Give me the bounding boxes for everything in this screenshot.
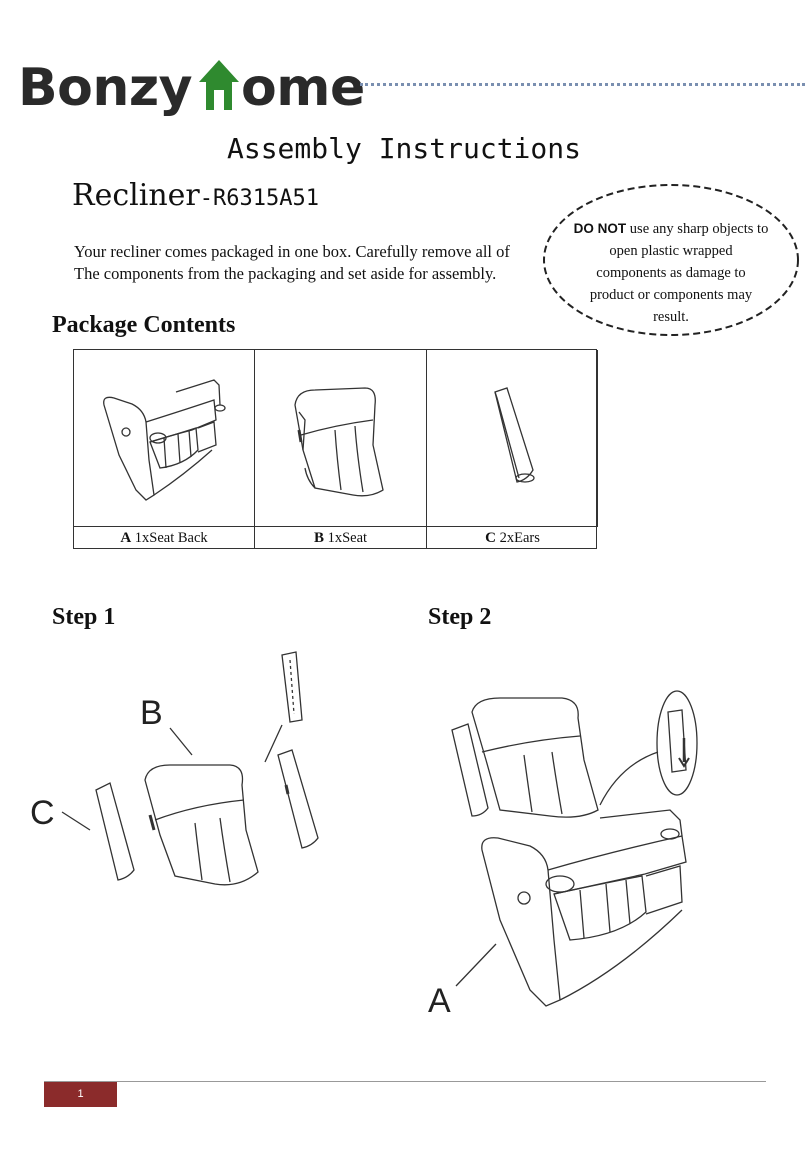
contents-cell-a — [74, 350, 255, 526]
brand-logo-text-2: ome — [241, 58, 365, 118]
step-1-illustration: B C — [30, 651, 319, 886]
house-logo-icon — [199, 60, 240, 110]
product-code: -R6315A51 — [199, 186, 319, 211]
intro-paragraph: Your recliner comes packaged in one box.… — [74, 241, 544, 285]
step-1-label-c: C — [30, 794, 55, 832]
dashed-oval-border — [543, 184, 799, 336]
step-2-illustration: A — [428, 690, 698, 1020]
caption-letter-c: C — [485, 530, 496, 546]
contents-cell-b — [255, 350, 427, 526]
warning-line-2: open plastic wrapped — [609, 243, 733, 259]
warning-strong: DO NOT — [573, 221, 627, 236]
header-dotted-rule — [360, 83, 805, 86]
contents-caption-c: C 2xEars — [427, 526, 598, 549]
step-2-label-a: A — [428, 982, 451, 1020]
warning-line-4: product or components may — [589, 287, 753, 303]
contents-caption-a: A 1xSeat Back — [74, 526, 255, 549]
caption-label-b: 1xSeat — [323, 530, 368, 546]
seat-back-illustration — [103, 379, 226, 501]
caption-letter-a: A — [120, 530, 132, 546]
step-2-heading: Step 2 — [428, 604, 492, 630]
intro-line-1: Your recliner comes packaged in one box.… — [74, 242, 510, 261]
footer-rule — [44, 1081, 766, 1082]
intro-line-2: The components from the packaging and se… — [74, 264, 497, 283]
ears-illustration — [494, 387, 535, 483]
brand-logo: Bonzy ome — [18, 50, 365, 118]
brand-logo-text-1: Bonzy — [18, 58, 193, 118]
seat-illustration — [294, 387, 384, 497]
product-line: Recliner -R6315A51 — [72, 178, 319, 213]
step-1-label-b: B — [140, 694, 163, 732]
step-1-heading: Step 1 — [52, 604, 116, 630]
caption-label-c: 2xEars — [495, 530, 540, 546]
warning-text: DO NOT use any sharp objects to open pla… — [562, 218, 780, 328]
caption-label-a: 1xSeat Back — [131, 530, 208, 546]
package-contents-table: A 1xSeat Back B 1xSeat C 2xEars — [73, 349, 598, 549]
warning-line-1: use any sharp objects to — [626, 221, 769, 237]
warning-line-5: result. — [653, 309, 689, 325]
page-number: 1 — [44, 1082, 117, 1107]
caption-letter-b: B — [313, 530, 324, 546]
contents-caption-b: B 1xSeat — [255, 526, 427, 549]
contents-cell-c — [427, 350, 598, 526]
warning-callout: DO NOT use any sharp objects to open pla… — [540, 180, 802, 340]
document-title: Assembly Instructions — [226, 132, 581, 165]
package-contents-heading: Package Contents — [52, 312, 236, 338]
product-name: Recliner — [72, 178, 200, 213]
warning-line-3: components as damage to — [596, 265, 746, 281]
